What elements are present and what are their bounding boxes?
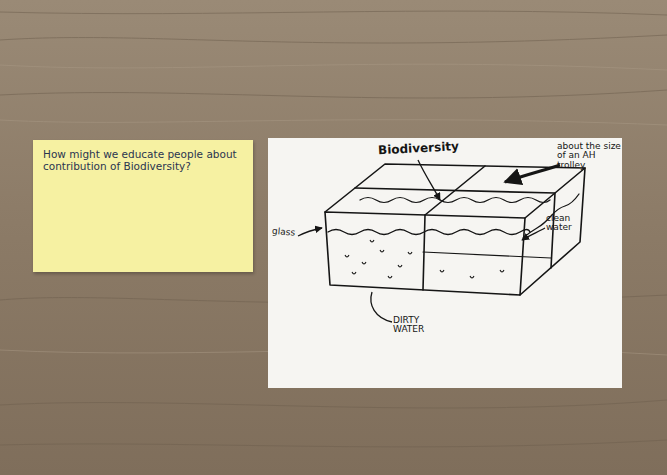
wood-grain — [0, 11, 667, 447]
glass-tank-sketch — [325, 164, 585, 295]
leader-lines — [298, 160, 560, 322]
water-label: DIRTY WATER — [393, 316, 437, 335]
water-marks — [345, 240, 504, 278]
paper-sheet — [268, 138, 622, 388]
water-label: clean water — [546, 214, 582, 233]
note-text: How might we educate people about contri… — [43, 148, 243, 172]
size-note: about the size of an AH trolley — [557, 142, 623, 170]
sticky-note: How might we educate people about contri… — [33, 140, 253, 272]
